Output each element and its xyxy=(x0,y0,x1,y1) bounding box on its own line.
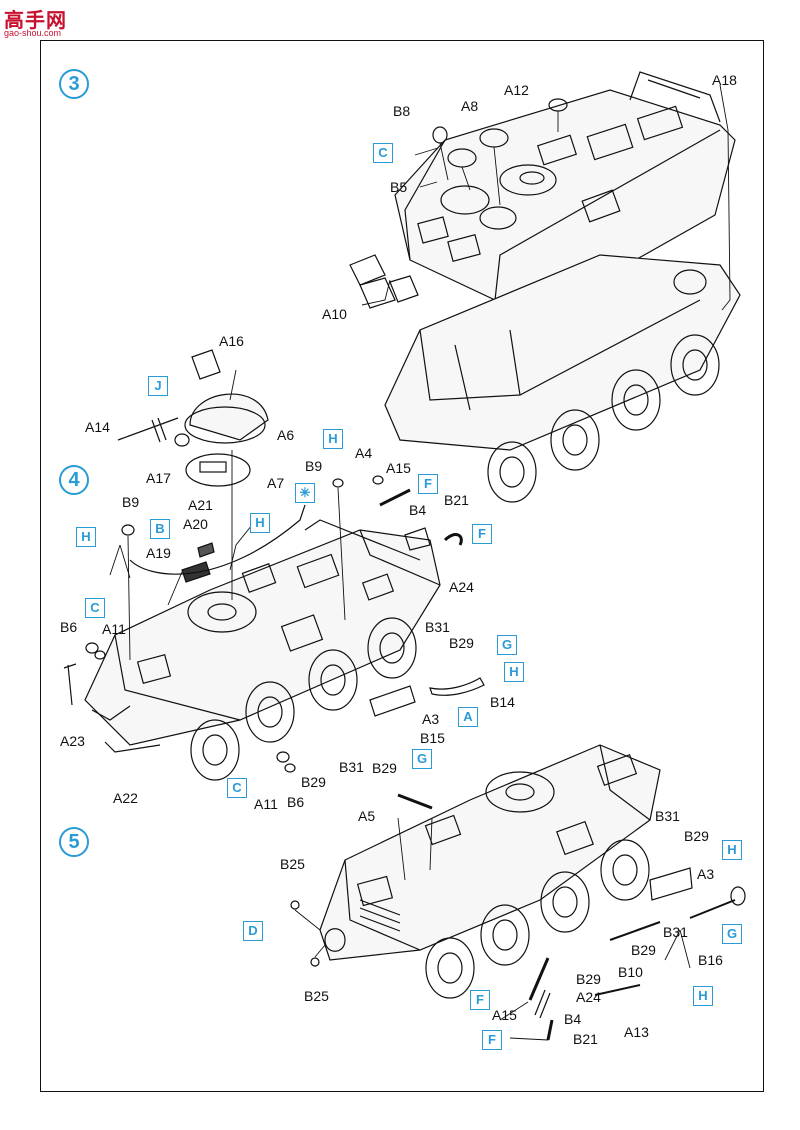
callout-tag: C xyxy=(373,143,393,163)
part-label: B10 xyxy=(618,964,643,980)
part-label: A17 xyxy=(146,470,171,486)
part-label: B29 xyxy=(576,971,601,987)
step-4-number: 4 xyxy=(59,465,89,495)
callout-tag: J xyxy=(148,376,168,396)
callout-tag: F xyxy=(482,1030,502,1050)
part-label: B29 xyxy=(449,635,474,651)
callout-tag: H xyxy=(722,840,742,860)
callout-tag: G xyxy=(497,635,517,655)
part-label: A21 xyxy=(188,497,213,513)
step4-small-parts xyxy=(63,475,485,773)
part-label: A24 xyxy=(576,989,601,1005)
watermark-sub: gao-shou.com xyxy=(4,28,62,38)
step3-lower-hull xyxy=(384,254,741,451)
part-label: A19 xyxy=(146,545,171,561)
part-label: B29 xyxy=(301,774,326,790)
step4-wheels xyxy=(190,617,417,781)
step5-leaders xyxy=(294,817,691,1041)
part-label: B15 xyxy=(420,730,445,746)
part-label: A13 xyxy=(624,1024,649,1040)
step5-small-parts xyxy=(290,793,746,1041)
part-label: A24 xyxy=(449,579,474,595)
part-label: B25 xyxy=(304,988,329,1004)
step-5-number: 5 xyxy=(59,827,89,857)
part-label: B21 xyxy=(573,1031,598,1047)
special-mark: ✳ xyxy=(295,483,315,503)
part-label: A15 xyxy=(386,460,411,476)
part-label: A18 xyxy=(712,72,737,88)
part-label: A23 xyxy=(60,733,85,749)
part-label: A5 xyxy=(358,808,376,824)
part-label: A11 xyxy=(254,796,278,812)
callout-tag: G xyxy=(722,924,742,944)
part-label: A3 xyxy=(697,866,715,882)
part-label: B8 xyxy=(393,103,411,119)
part-label: A20 xyxy=(183,516,208,532)
step3-leaders xyxy=(361,84,731,311)
step4-hull xyxy=(84,519,441,746)
part-label: B6 xyxy=(60,619,78,635)
callout-tag: H xyxy=(693,986,713,1006)
part-label: A8 xyxy=(461,98,479,114)
part-label: A7 xyxy=(267,475,285,491)
callout-tag: C xyxy=(227,778,247,798)
step4-cupola xyxy=(117,349,269,487)
callout-tag: H xyxy=(250,513,270,533)
part-label: B29 xyxy=(631,942,656,958)
part-label: B31 xyxy=(663,924,688,940)
watermark-main: 高手网 xyxy=(4,8,67,32)
part-label: A3 xyxy=(422,711,440,727)
part-label: A11 xyxy=(102,621,126,637)
part-label: B4 xyxy=(564,1011,582,1027)
part-label: B25 xyxy=(280,856,305,872)
callout-tag: G xyxy=(412,749,432,769)
callout-tag: H xyxy=(504,662,524,682)
part-label: B31 xyxy=(425,619,450,635)
part-label: B6 xyxy=(287,794,305,810)
callout-tag: F xyxy=(470,990,490,1010)
part-label: A6 xyxy=(277,427,295,443)
callout-tag: A xyxy=(458,707,478,727)
callout-tag: F xyxy=(472,524,492,544)
part-label: B16 xyxy=(698,952,723,968)
part-label: A12 xyxy=(504,82,529,98)
part-label: B9 xyxy=(305,458,323,474)
part-label: B29 xyxy=(372,760,397,776)
part-label: B14 xyxy=(490,694,515,710)
callout-tag: C xyxy=(85,598,105,618)
instruction-frame xyxy=(40,40,764,1092)
part-label: A22 xyxy=(113,790,138,806)
part-label: A10 xyxy=(322,306,347,322)
part-label: A15 xyxy=(492,1007,517,1023)
part-label: B29 xyxy=(684,828,709,844)
part-label: B31 xyxy=(655,808,680,824)
part-label: B9 xyxy=(122,494,140,510)
step4-leaders xyxy=(109,369,346,661)
callout-tag: H xyxy=(323,429,343,449)
part-label: A14 xyxy=(85,419,110,435)
callout-tag: B xyxy=(150,519,170,539)
step5-wheels xyxy=(425,839,650,999)
step3-upper-hull xyxy=(394,71,736,301)
part-label: A16 xyxy=(219,333,244,349)
part-label: B31 xyxy=(339,759,364,775)
part-label: B5 xyxy=(390,179,408,195)
step3-wheels xyxy=(487,334,720,503)
step-3-number: 3 xyxy=(59,69,89,99)
site-watermark: 高手网 gao-shou.com xyxy=(4,4,84,40)
part-label: A4 xyxy=(355,445,373,461)
callout-tag: F xyxy=(418,474,438,494)
step5-hull xyxy=(319,744,661,961)
part-label: B21 xyxy=(444,492,469,508)
part-label: B4 xyxy=(409,502,427,518)
callout-tag: D xyxy=(243,921,263,941)
callout-tag: H xyxy=(76,527,96,547)
